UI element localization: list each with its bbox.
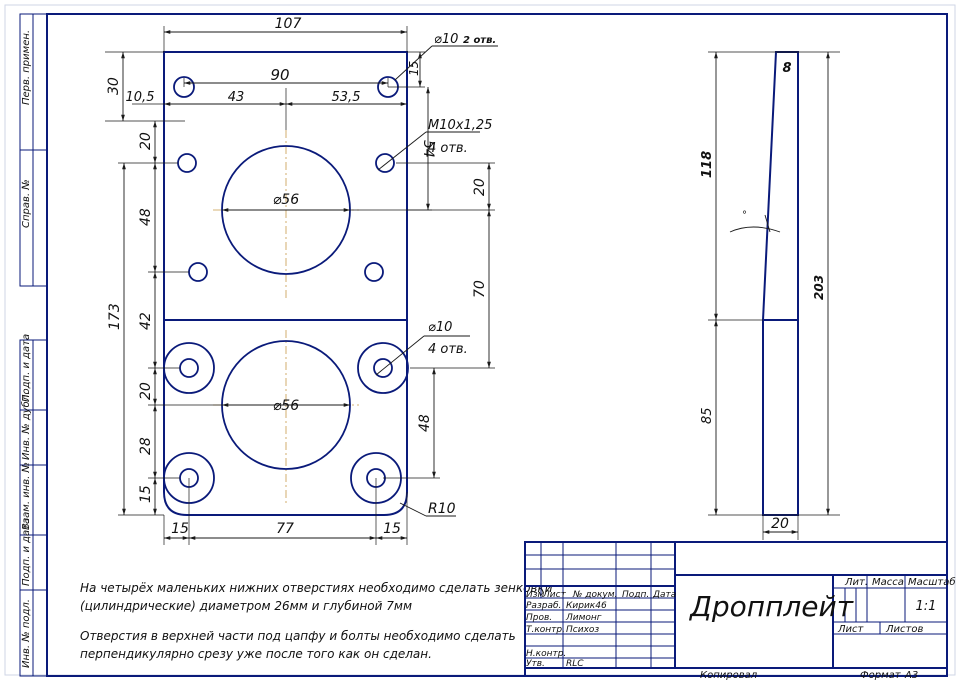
tb-kopiroval: Копировал — [700, 670, 758, 680]
dim-spacing-90: 90 — [270, 66, 289, 84]
dim-radius: R10 — [428, 501, 456, 517]
dim-side-8: 8 — [782, 61, 791, 76]
dim-173: 173 — [107, 303, 123, 330]
tb-prov-name: Лимонг — [565, 613, 602, 623]
dim-48-left: 48 — [138, 208, 154, 226]
dim-15-left: 15 — [138, 485, 154, 503]
note2-line1: Отверстия в верхней части под цапфу и бо… — [80, 629, 516, 643]
dim-20-left-a: 20 — [138, 132, 154, 150]
dim-10-5: 10,5 — [126, 90, 155, 105]
tb-utv-name: RLC — [566, 659, 584, 669]
tb-nkontr-label: Н.контр. — [526, 649, 566, 659]
tb-razrab-label: Разраб. — [526, 601, 561, 611]
plate-view: ⌀56 ⌀56 107 90 10,5 43 53,5 30 15 ⌀10 — [105, 16, 498, 545]
plate-outline — [163, 51, 408, 516]
tb-hdr-list: Лист — [542, 590, 567, 600]
tb-listov-label: Листов — [885, 624, 923, 635]
top-hole-left — [173, 76, 195, 98]
drawing-frame — [46, 13, 948, 677]
thread-hole-4 — [364, 262, 384, 282]
dim-20-left-b: 20 — [138, 382, 154, 400]
tb-hdr-izm: Изм — [526, 590, 545, 600]
dim-lower-hole-qty: 4 отв. — [428, 342, 468, 357]
dim-side-angle: ° — [742, 210, 747, 221]
note1-line1: На четырёх маленьких нижних отверстиях н… — [80, 581, 553, 595]
tb-tkontr-label: Т.контр. — [526, 625, 565, 635]
side-view: 8 118 85 203 20 ° — [700, 51, 840, 540]
strip-inv-podl: Инв. № подл. — [21, 599, 32, 668]
dim-20-right: 20 — [472, 178, 488, 196]
thread-hole-1 — [177, 153, 197, 173]
notes: На четырёх маленьких нижних отверстиях н… — [80, 581, 553, 661]
thread-hole-3 — [188, 262, 208, 282]
dim-28: 28 — [138, 437, 154, 455]
strip-vzam-inv: Взам. инв. № — [21, 462, 32, 530]
dim-lower-hole-dia: ⌀10 — [428, 320, 452, 335]
thread-hole-2 — [375, 153, 395, 173]
strip-podp-data-2: Подп. и дата — [21, 518, 32, 586]
strip-inv-dubl: Инв. № дубл. — [20, 392, 32, 460]
dim-42: 42 — [138, 312, 154, 330]
strip-sprav-no: Справ. № — [21, 179, 32, 228]
dim-43: 43 — [228, 90, 245, 105]
dim-77: 77 — [276, 521, 294, 537]
dim-15-bottom-right: 15 — [383, 521, 401, 537]
tb-hdr-data: Дата — [652, 590, 676, 600]
dim-53-5: 53,5 — [332, 90, 361, 105]
dim-top-hole-dia: ⌀10 — [434, 32, 458, 47]
dim-bore-upper: ⌀56 — [273, 192, 299, 208]
title-block: Дропплейт Изм Лист № докум. Подп. Дата Р… — [524, 541, 956, 680]
note1-line2: (цилиндрические) диаметром 26мм и глубин… — [80, 599, 412, 613]
tb-razrab-name: Кирик46 — [566, 601, 607, 611]
dim-thread-qty: 4 отв. — [428, 141, 468, 156]
tb-masshtab-value: 1:1 — [916, 599, 937, 614]
dim-54: 54 — [420, 140, 436, 158]
dim-bore-lower: ⌀56 — [273, 398, 299, 414]
tb-format-label: Формат — [860, 670, 902, 680]
dim-side-118: 118 — [700, 151, 715, 178]
tb-tkontr-name: Психоз — [566, 625, 599, 635]
dim-side-20: 20 — [771, 516, 789, 532]
dim-side-85: 85 — [700, 407, 715, 424]
dim-48-right: 48 — [417, 414, 433, 432]
dim-thread: M10x1,25 — [428, 118, 492, 133]
side-outline — [762, 51, 799, 516]
left-strip: Перв. примен. Справ. № Подп. и дата Инв.… — [19, 13, 48, 677]
lower-hole-2-cb — [357, 342, 409, 394]
strip-perv-primen: Перв. примен. — [21, 30, 32, 105]
tb-lit-label: Лит. — [844, 577, 868, 588]
tb-format-value: А3 — [904, 670, 918, 680]
tb-prov-label: Пров. — [526, 613, 552, 623]
dim-width-107: 107 — [275, 16, 302, 32]
dim-15-top: 15 — [407, 61, 421, 76]
tb-masshtab-label: Масштаб — [908, 576, 956, 588]
tb-list-label: Лист — [837, 624, 865, 635]
tb-hdr-ndoc: № докум. — [572, 590, 617, 600]
note2-line2: перпендикулярно срезу уже после того как… — [80, 647, 432, 661]
dim-30: 30 — [106, 77, 122, 95]
tb-utv-label: Утв. — [526, 659, 545, 669]
dim-15-bottom-left: 15 — [171, 521, 189, 537]
tb-massa-label: Масса — [872, 577, 904, 588]
dim-top-hole-qty: 2 отв. — [463, 35, 496, 46]
title-block-title: Дропплейт — [688, 590, 854, 623]
tb-hdr-podp: Подп. — [622, 590, 649, 600]
dim-side-203: 203 — [812, 275, 826, 300]
strip-podp-data-1: Подп. и дата — [21, 334, 32, 402]
dim-70: 70 — [472, 280, 488, 298]
